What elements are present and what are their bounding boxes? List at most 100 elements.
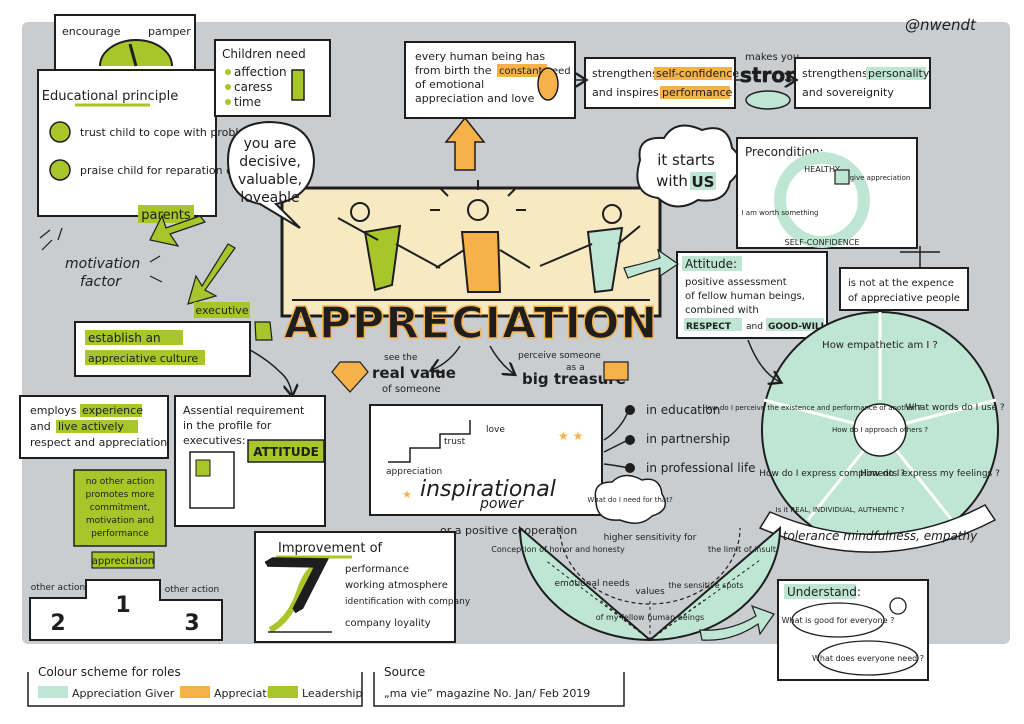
employs-line-2b: live actively [58,420,124,433]
precondition-left: I am worth something [742,209,819,217]
attitude-goodwill: GOOD-WILL [768,322,827,332]
employs-line-1b: experience [82,404,143,417]
understand-q2-bubble [817,640,919,676]
source-title: Source [384,665,425,679]
understand-q1: What is good for everyone ? [782,616,895,625]
podium-place-2: 2 [50,611,65,636]
arrow-giver-to-attitude [623,248,680,279]
you-are-line-2: decisive, [239,154,301,170]
real-value-top: see the [384,353,418,363]
ring-bottom: SELF-CONFIDENCE [785,238,860,247]
wheel-note: Is it REAL, INDIVIDUAL, AUTHENTIC ? [776,506,905,514]
improvement-item-2: working atmosphere [345,580,448,591]
you-are-bubble [226,120,316,229]
podium-statement-5: performance [91,529,149,539]
legend [27,672,363,707]
watering-can-icon [254,321,273,341]
gift-icon [834,169,850,185]
attitude-heading: Attitude: [685,257,737,271]
baby-icon [537,67,559,101]
gauge-left-label: encourage [62,25,121,38]
scale-icon [900,246,940,268]
treasure-big: big treasure [522,370,626,388]
children-item-3: time [234,95,261,109]
human-line-2: from birth the [415,64,492,77]
context-education: in education [646,403,720,417]
podium-right-label: other action [165,585,220,595]
figure-appreciative [430,180,531,293]
sensitivity-fan [518,525,782,642]
culture-line-2: appreciative culture [88,352,198,365]
understand-q1-bubble [791,602,885,638]
author-signature: @nwendt [905,16,977,34]
child-figure-icon [291,69,305,101]
employs-line-1a: employs [30,404,77,417]
attitude-and: and [746,322,763,332]
legend-label-giver: Appreciation Giver [72,687,175,700]
employs-line-2a: and [30,420,51,433]
podium-statement-4: motivation and [86,516,154,526]
personality-line-1b: personality [868,67,930,80]
podium [29,579,223,641]
wheel-banner-text: tolerance mindfulness, empathy [783,529,978,543]
principle-item-1: trust child to cope with problem [80,126,256,139]
star-icon: ★ ★ [558,429,583,443]
figure-giver [539,204,641,294]
figure-leadership [337,202,441,292]
wheel-segment-3: How do I express my feelings ? [860,469,1000,479]
wheel-segment-5: How do I perceive the existence and perf… [702,404,922,412]
context-professional: in professional life [646,461,756,475]
attitude-line-3: combined with [685,305,759,316]
employs-line-3: respect and appreciation [30,436,167,449]
lightbulb-icon [889,597,907,615]
children-item-1: affection [234,65,287,79]
legend-title: Colour scheme for roles [38,665,181,679]
you-are-line-1: you are [244,136,297,152]
attitude-line-2: of fellow human beings, [685,291,805,302]
confidence-line-1b: self-confidence [656,67,739,80]
expence-line-1: is not at the expence [848,278,954,289]
parents-label: parents [141,208,191,223]
you-are-line-4: loveable [240,190,299,206]
ring-top: HEALTHY [804,165,840,174]
children-need-box [214,39,331,117]
improvement-heading: Improvement of [278,541,383,556]
personality-line-2: and sovereignity [802,86,894,99]
legend-swatch-leadership [268,686,298,698]
confidence-line-2b: performance [662,86,733,99]
gauge-icon [99,39,173,67]
children-heading: Children need [222,47,306,61]
firework-icon [39,227,163,283]
understand-q2: What does everyone need ? [812,654,924,663]
fan-segment-3: values [635,587,665,597]
need-cloud-text: What do I need for that? [587,496,673,504]
arrow-parents [149,214,207,247]
wheel-segment-2: What words do I use ? [905,403,1005,413]
personality-line-1a: strengthens [802,67,868,80]
attitude-badge-text: ATTITUDE [253,445,319,459]
starts-line-1: it starts [657,151,715,169]
legend-swatch-appreciative [180,686,210,698]
legend-swatch-giver [38,686,68,698]
context-partnership: in partnership [646,432,730,446]
legend-label-leadership: Leadership [302,687,362,700]
step-appreciation: appreciation [386,467,442,477]
executive-label: executive [195,304,248,317]
personality-box [794,57,931,109]
expence-line-2: of appreciative people [848,293,960,304]
improvement-item-1: performance [345,564,409,575]
legend-label-appreciative: Appreciative [214,687,283,700]
motivation-line-1: motivation [65,256,140,272]
podium-place-3: 3 [184,611,199,636]
treasure-chest-icon [603,361,629,381]
star-icon-2: ★ [402,488,412,501]
fan-arc-text: higher sensitivity for [604,533,697,543]
podium-statement-3: commitment, [90,503,150,513]
understand-heading: Understand: [787,585,861,599]
principle-box [37,69,217,217]
you-are-line-3: valuable, [238,172,302,188]
children-item-2: caress [234,80,273,94]
fan-segment-4: the sensitive spots [668,581,743,590]
requirement-line-3: executives: [183,434,246,447]
precondition-right: give appreciation [850,174,911,182]
